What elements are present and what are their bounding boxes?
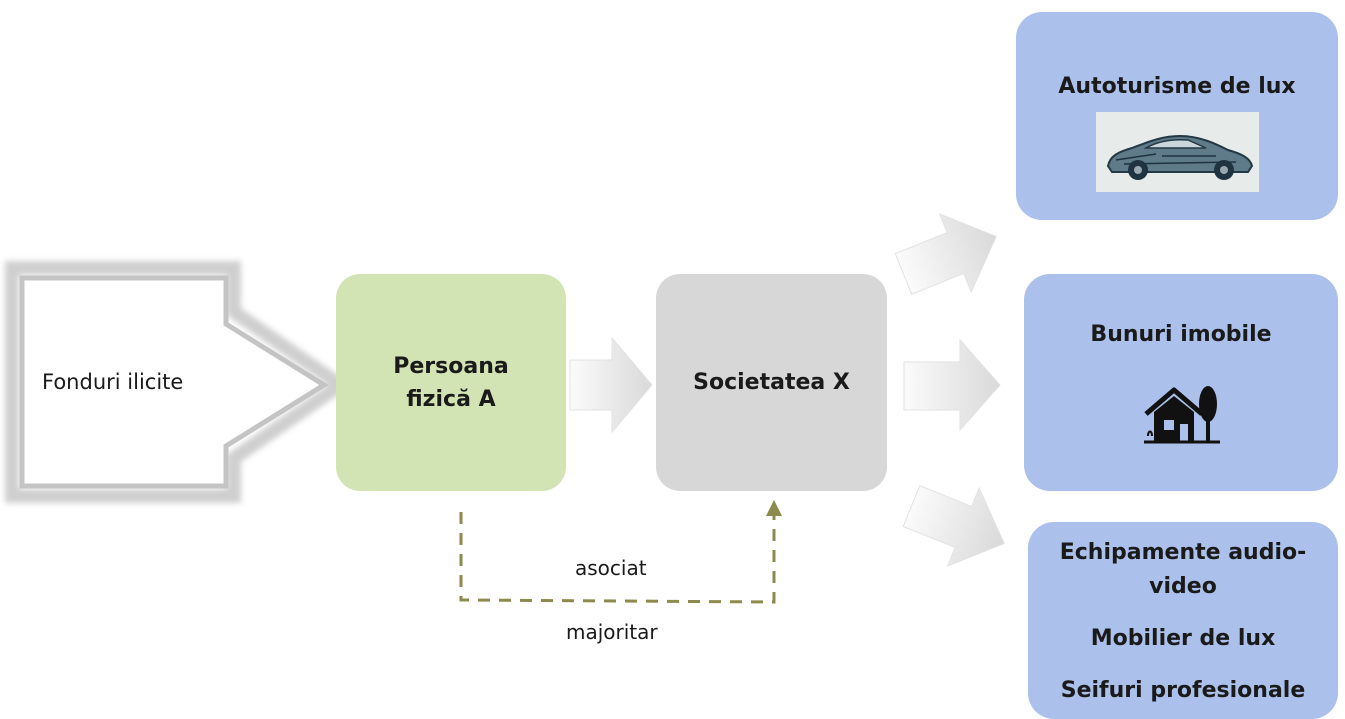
cars-label: Autoturisme de lux: [1058, 74, 1296, 99]
car-icon: [1106, 134, 1254, 180]
person-label-line1: Persoana: [393, 353, 509, 379]
company-x-box: Societatea X: [656, 274, 887, 491]
arrow-to-cars: [894, 213, 997, 296]
ownership-link: [459, 500, 782, 604]
other-assets-line3: Mobilier de lux: [1090, 626, 1276, 652]
arrow-person-to-company: [569, 336, 653, 434]
other-assets-line4: Seifuri profesionale: [1060, 678, 1306, 704]
house-icon: [1144, 386, 1220, 444]
relation-label-line2: majoritar: [566, 620, 658, 644]
arrow-to-other-assets: [902, 484, 1005, 567]
arrow-to-real-estate: [903, 338, 1001, 432]
car-image-frame: [1096, 112, 1259, 192]
other-assets-line2: video: [1149, 574, 1217, 600]
company-label: Societatea X: [693, 370, 850, 395]
person-label-line2: fizică A: [406, 386, 496, 412]
real-estate-box: Bunuri imobile: [1024, 274, 1338, 491]
cars-box: Autoturisme de lux: [1016, 12, 1338, 220]
source-label: Fonduri ilicite: [42, 370, 184, 394]
person-a-box: Persoana fizică A: [336, 274, 566, 491]
source-arrow: [5, 261, 353, 503]
real-estate-label: Bunuri imobile: [1090, 322, 1272, 347]
other-assets-box: Echipamente audio- video Mobilier de lux…: [1028, 522, 1338, 719]
relation-label-line1: asociat: [575, 556, 647, 580]
other-assets-line1: Echipamente audio-: [1059, 540, 1307, 565]
